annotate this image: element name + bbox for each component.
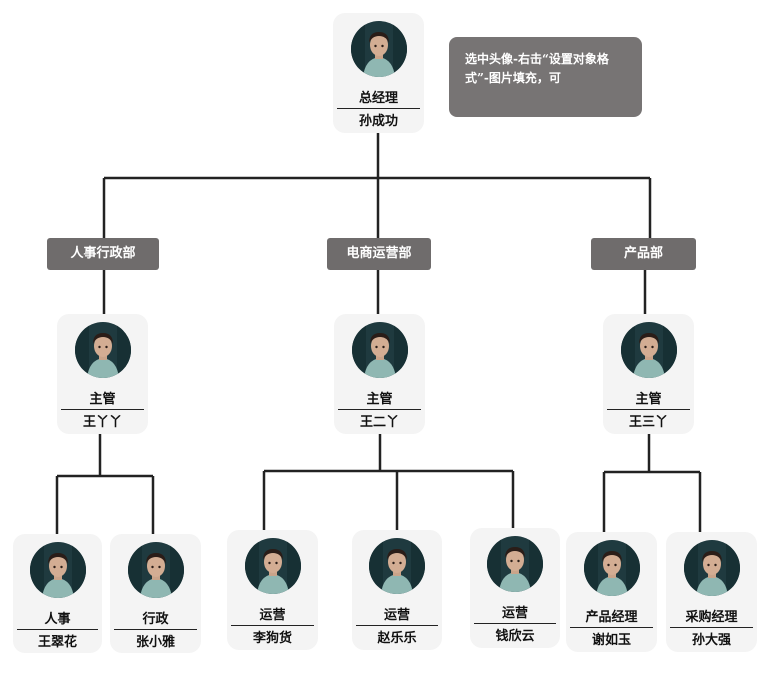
- person-name: 王二丫: [359, 415, 399, 430]
- staff-card[interactable]: 采购经理 孙大强: [666, 532, 757, 652]
- person-name: 赵乐乐: [377, 631, 417, 646]
- staff-card[interactable]: 运营 李狗货: [227, 530, 318, 650]
- staff-card[interactable]: 产品经理 谢如玉: [566, 532, 657, 652]
- staff-card[interactable]: 行政 张小雅: [110, 534, 201, 653]
- role-label: 运营: [474, 602, 556, 624]
- supervisor-card-product[interactable]: 主管 王三丫: [603, 314, 694, 434]
- role-label: 主管: [338, 388, 421, 410]
- role-label: 人事: [17, 608, 98, 630]
- dept-header-ecommerce[interactable]: 电商运营部: [327, 238, 431, 270]
- person-name: 孙成功: [358, 114, 398, 129]
- avatar-photo[interactable]: [583, 540, 640, 596]
- role-label: 主管: [607, 388, 690, 410]
- role-label: 产品经理: [570, 606, 653, 628]
- avatar-photo[interactable]: [620, 322, 677, 378]
- instruction-note: 选中头像-右击“设置对象格式”-图片填充，可: [449, 37, 642, 117]
- role-label: 运营: [231, 604, 314, 626]
- person-name: 张小雅: [135, 635, 175, 650]
- dept-header-hr-admin[interactable]: 人事行政部: [47, 238, 159, 270]
- role-label: 运营: [356, 604, 438, 626]
- avatar-photo[interactable]: [351, 322, 408, 378]
- person-name: 李狗货: [252, 631, 292, 646]
- role-label: 主管: [61, 388, 144, 410]
- role-label: 采购经理: [670, 606, 753, 628]
- avatar-photo[interactable]: [127, 542, 184, 598]
- avatar-photo[interactable]: [369, 538, 425, 594]
- role-label: 总经理: [337, 87, 420, 109]
- avatar-photo[interactable]: [244, 538, 301, 594]
- person-name: 孙大强: [691, 633, 731, 648]
- avatar-photo[interactable]: [683, 540, 740, 596]
- avatar-photo[interactable]: [487, 536, 543, 592]
- supervisor-card-hr-admin[interactable]: 主管 王丫丫: [57, 314, 148, 434]
- root-card[interactable]: 总经理 孙成功: [333, 13, 424, 133]
- supervisor-card-ecommerce[interactable]: 主管 王二丫: [334, 314, 425, 434]
- person-name: 王三丫: [628, 415, 668, 430]
- person-name: 谢如玉: [591, 633, 631, 648]
- person-name: 钱欣云: [495, 629, 535, 644]
- dept-header-product[interactable]: 产品部: [591, 238, 696, 270]
- staff-card[interactable]: 人事 王翠花: [13, 534, 102, 653]
- avatar-photo[interactable]: [350, 21, 407, 77]
- staff-card[interactable]: 运营 钱欣云: [470, 528, 560, 648]
- person-name: 王翠花: [37, 635, 77, 650]
- avatar-photo[interactable]: [74, 322, 131, 378]
- staff-card[interactable]: 运营 赵乐乐: [352, 530, 442, 650]
- person-name: 王丫丫: [82, 415, 122, 430]
- avatar-photo[interactable]: [29, 542, 86, 598]
- role-label: 行政: [114, 608, 197, 630]
